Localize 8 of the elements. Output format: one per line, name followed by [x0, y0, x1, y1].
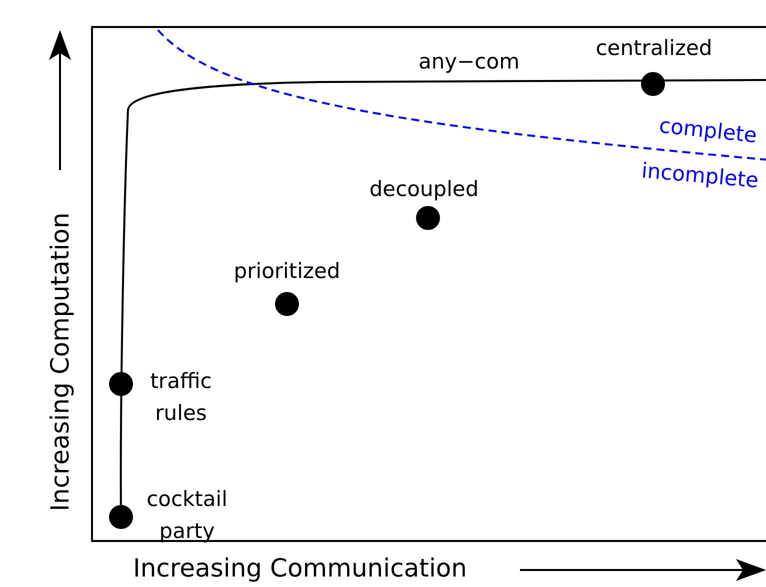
- point-label: prioritized: [234, 258, 340, 285]
- point-label: cocktail party: [146, 486, 228, 545]
- point-label: decoupled: [369, 176, 479, 203]
- point-label: traffic rules: [149, 368, 213, 427]
- point-label: centralized: [596, 35, 712, 62]
- region-label: incomplete: [640, 159, 760, 193]
- region-label: complete: [657, 114, 760, 148]
- curve-label: any−com: [417, 50, 521, 74]
